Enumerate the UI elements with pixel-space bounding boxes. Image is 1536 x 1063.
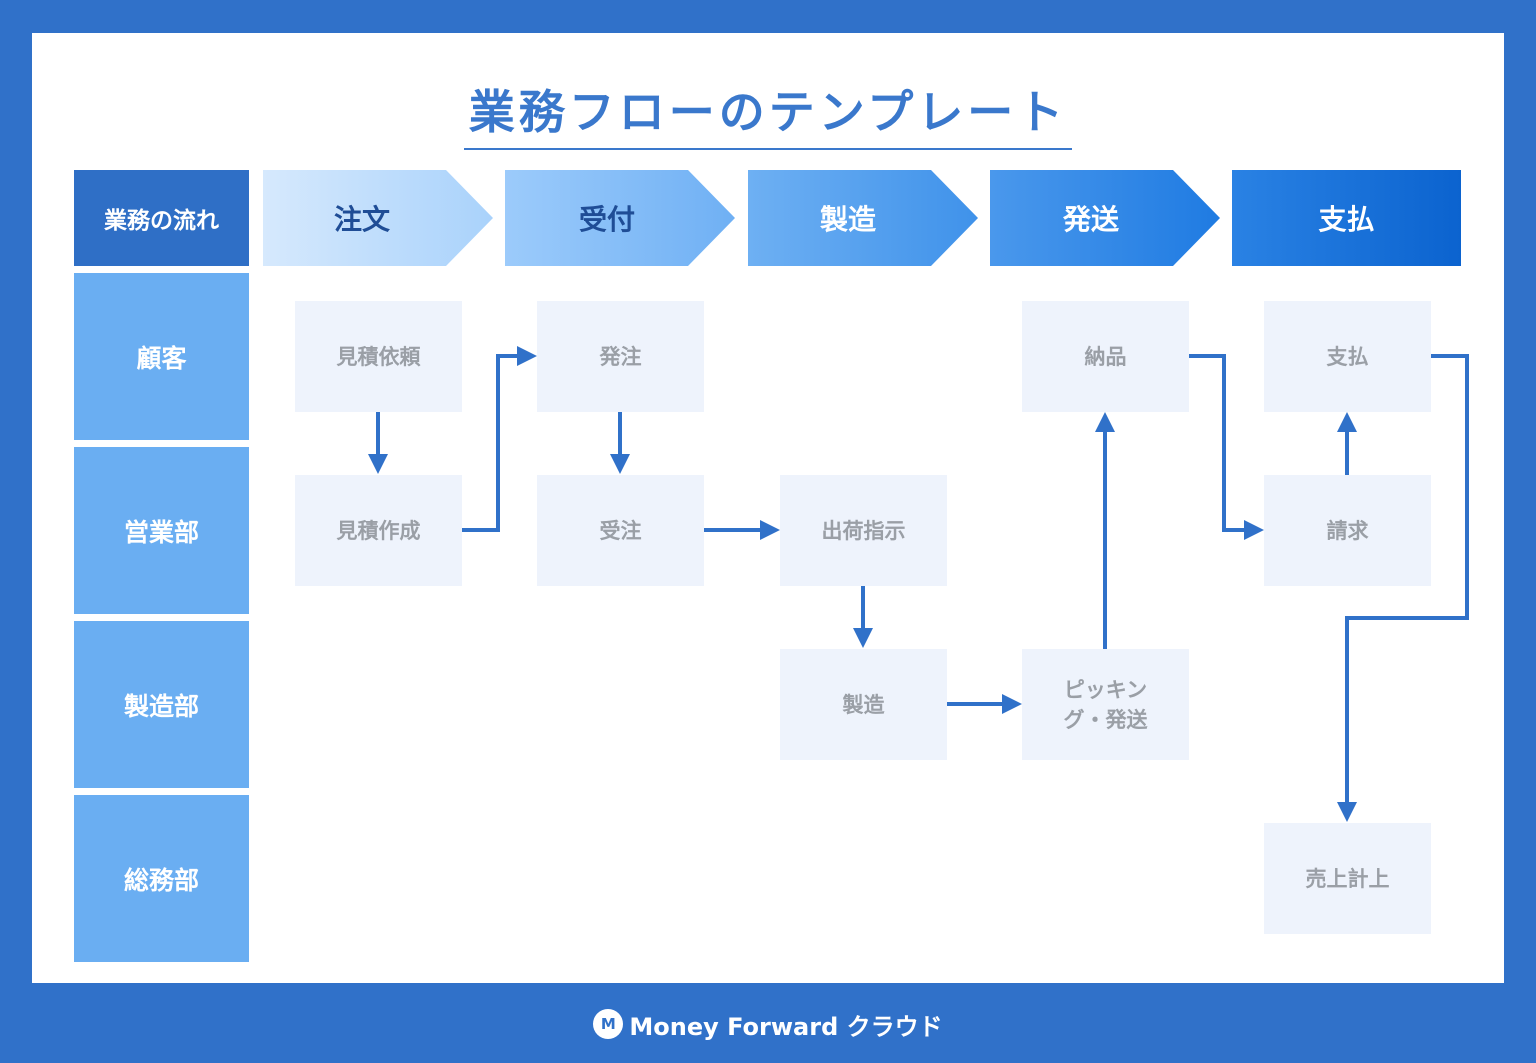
phase-payment: 支払: [1318, 203, 1375, 236]
title-underline: [464, 148, 1072, 150]
task-shipping-instruction: 出荷指示: [780, 475, 947, 586]
phase-chevron-manufacturing: [748, 170, 978, 266]
task-order-receipt: 受注: [537, 475, 704, 586]
phase-chevron-order: [263, 170, 493, 266]
phase-reception: 受付: [578, 203, 635, 236]
task-delivery: 納品: [1022, 301, 1189, 412]
task-invoice: 請求: [1264, 475, 1431, 586]
lane-header-flow: 業務の流れ: [74, 170, 249, 266]
phase-chevron-payment: [1232, 170, 1461, 266]
task-picking-shipping: ピッキン グ・発送: [1022, 649, 1189, 760]
phase-shipping: 発送: [1062, 203, 1119, 236]
phase-manufacturing: 製造: [819, 203, 876, 236]
lane-customer: 顧客: [74, 273, 249, 440]
task-estimate-request: 見積依頼: [295, 301, 462, 412]
footer-brand-text: Money Forward クラウド: [629, 1012, 943, 1041]
lane-sales: 営業部: [74, 447, 249, 614]
task-manufacturing: 製造: [780, 649, 947, 760]
money-forward-logo-icon: M: [593, 1009, 624, 1039]
page-title: 業務フローのテンプレート: [468, 85, 1068, 139]
lane-general-affairs: 総務部: [74, 795, 249, 962]
task-estimate-creation: 見積作成: [295, 475, 462, 586]
footer-brand: M Money Forward クラウド: [0, 1003, 1536, 1045]
task-sales-recording: 売上計上: [1264, 823, 1431, 934]
task-payment: 支払: [1264, 301, 1431, 412]
lane-manufacturing: 製造部: [74, 621, 249, 788]
task-purchase-order: 発注: [537, 301, 704, 412]
phase-chevron-shipping: [990, 170, 1220, 266]
phase-order: 注文: [333, 203, 390, 236]
phase-chevron-reception: [505, 170, 735, 266]
